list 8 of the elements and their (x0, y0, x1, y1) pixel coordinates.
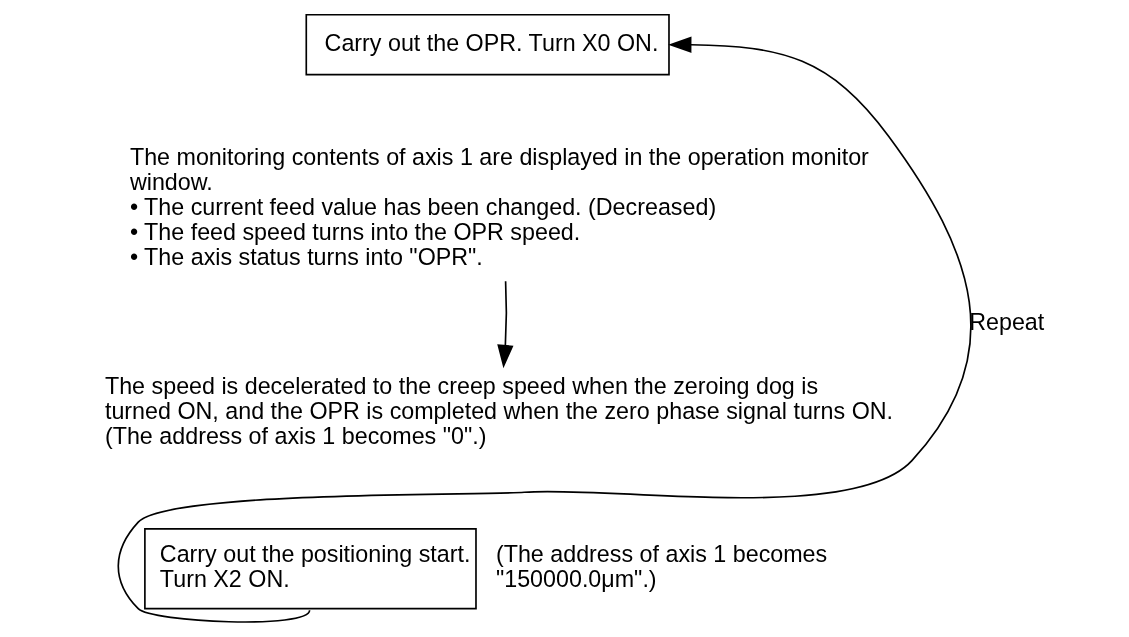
node-box: Carry out the OPR. Turn X0 ON. (304, 13, 670, 76)
edge-label: Repeat (968, 308, 1044, 335)
node-box: Carry out the positioning start. Turn X2 ON. (143, 528, 477, 610)
node-text: The speed is decelerated to the creep speed when the zeroing dog is turned ON, and the OPR is completed when the zero phase signal turns ON. (The address of axis 1 becomes "0".) (104, 373, 893, 450)
node-label: (The address of axis 1 becomes "150000.0μm".) (495, 541, 827, 593)
arrow (496, 280, 513, 369)
arrow (116, 36, 972, 623)
node-text: The monitoring contents of axis 1 are displayed in the operation monitor window. • The current feed value has been changed. (Decreased) • The feed speed turns into the OPR speed. • The axis status turns into "OPR". (129, 143, 869, 270)
